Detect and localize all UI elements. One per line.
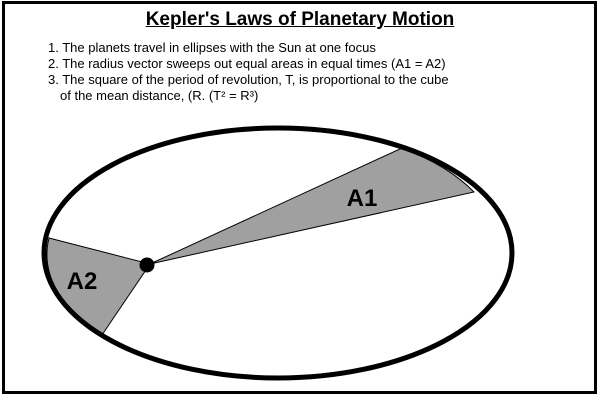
page-title: Kepler's Laws of Planetary Motion [145,9,455,30]
law-1-text: 1. The planets travel in ellipses with t… [48,40,376,55]
swept-area-a1-sector [149,147,475,265]
law-2-text: 2. The radius vector sweeps out equal ar… [48,56,446,71]
law-3-text-line2: of the mean distance, (R. (T² = R³) [60,88,259,103]
orbit-ellipse [41,125,515,381]
law-3-text-line1: 3. The square of the period of revolutio… [48,72,449,87]
swept-area-a2-sector [46,237,151,336]
area-a2-label: A2 [67,268,98,295]
laws-list: 1. The planets travel in ellipses with t… [48,40,518,104]
sun-focus-dot [139,257,155,273]
area-a1-label: A1 [347,185,378,212]
